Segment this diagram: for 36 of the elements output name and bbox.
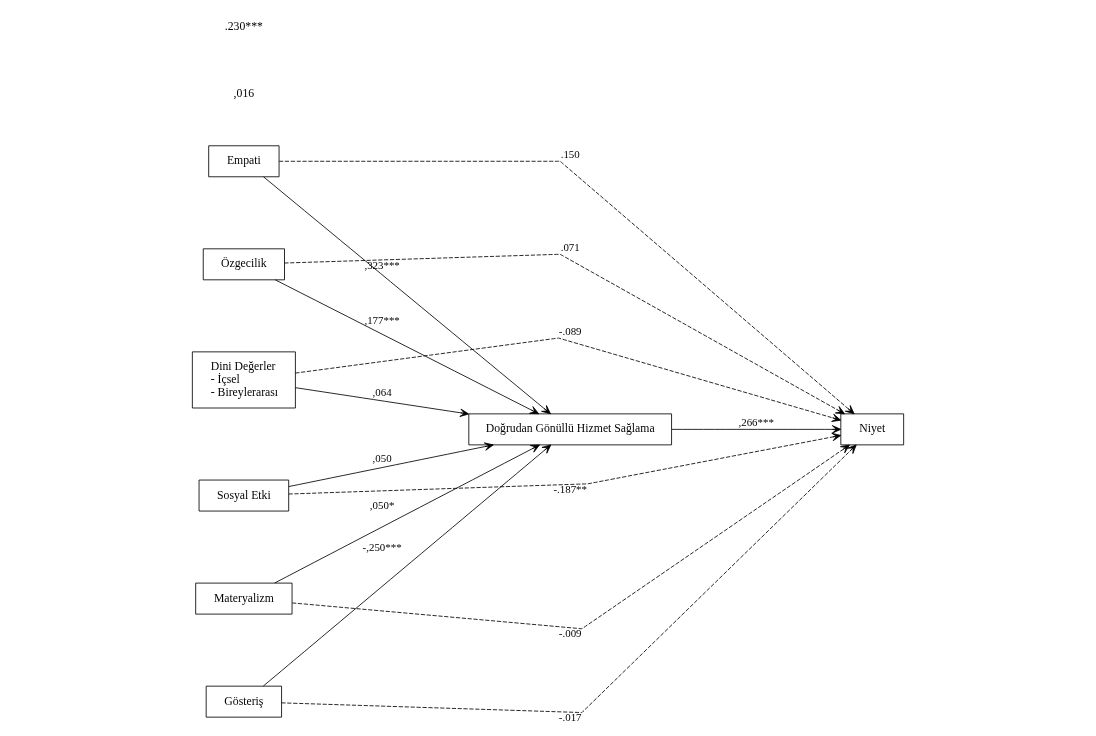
arrow	[295, 337, 842, 422]
node-box: Materyalizm	[195, 582, 293, 615]
edge-label: ,323***	[364, 258, 400, 271]
arrow	[278, 160, 855, 415]
edge-label: -.187**	[553, 482, 587, 495]
edge-label: ,050	[372, 451, 392, 464]
arrow	[263, 176, 551, 415]
edge-label: ,064	[372, 386, 392, 399]
label: .230***	[224, 20, 263, 34]
node-box: Dini Değerler - İçsel - Bireylerarası	[191, 351, 296, 409]
arrow	[671, 425, 842, 434]
edge-label: .071	[560, 241, 580, 254]
edge-label: -.089	[558, 325, 582, 338]
node-box: Empati	[208, 145, 280, 178]
edge-label: ,266***	[738, 416, 774, 429]
arrow	[288, 442, 494, 487]
edge-label: ,050*	[369, 499, 395, 512]
node-box: Sosyal Etki	[198, 479, 290, 512]
arrow	[291, 444, 850, 630]
arrow	[274, 279, 540, 415]
arrow	[274, 444, 540, 584]
node-box: Niyet	[840, 413, 905, 446]
edge-label: -.017	[558, 711, 582, 724]
edge-label: ,177***	[364, 314, 400, 327]
edge-label: -,250***	[362, 541, 402, 554]
node-box: Gösteriş	[205, 685, 282, 718]
arrow	[281, 444, 857, 713]
arrow	[284, 253, 845, 415]
arrow	[295, 387, 470, 417]
edge-label: -.009	[558, 627, 582, 640]
node-box: Doğrudan Gönüllü Hizmet Sağlama	[468, 413, 672, 446]
edge-label: .150	[560, 148, 580, 161]
node-box: Özgecilik	[202, 248, 285, 281]
arrow	[288, 432, 842, 495]
label: ,016	[233, 87, 255, 101]
arrow	[262, 444, 552, 687]
